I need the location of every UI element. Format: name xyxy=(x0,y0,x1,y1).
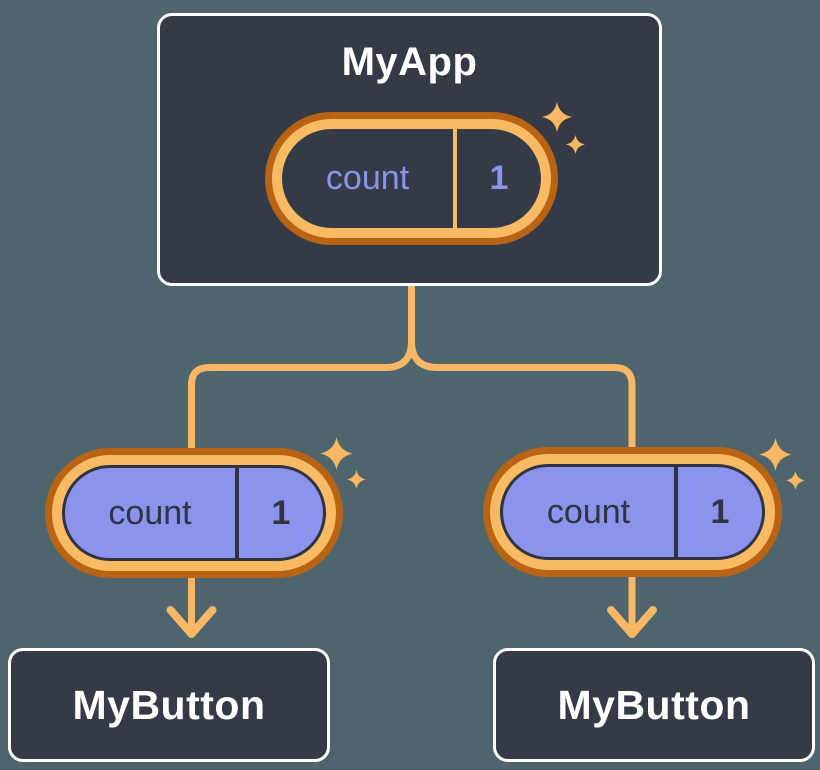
prop-pill-value: 1 xyxy=(271,493,291,532)
sparkle-icon xyxy=(320,437,366,489)
prop-pill-label: count xyxy=(108,493,192,532)
left-prop-pill: count 1 xyxy=(45,448,343,578)
connector-right-branch xyxy=(408,280,636,631)
right-child-component-box: MyButton xyxy=(493,648,815,762)
pill-divider xyxy=(674,467,678,557)
state-pill-value: 1 xyxy=(489,159,509,197)
arrow-down-icon xyxy=(607,606,657,638)
state-pill-label: count xyxy=(325,159,410,197)
child-component-title: MyButton xyxy=(72,681,266,728)
child-component-title: MyButton xyxy=(557,681,751,728)
sparkle-icon xyxy=(759,438,805,490)
pill-divider xyxy=(235,468,239,558)
arrow-down-icon xyxy=(166,606,217,638)
root-component-title: MyApp xyxy=(341,40,478,84)
sparkle-icon xyxy=(542,102,585,154)
prop-pill-value: 1 xyxy=(710,492,730,531)
pill-divider xyxy=(453,129,457,228)
right-prop-pill: count 1 xyxy=(483,447,782,577)
prop-pill-label: count xyxy=(546,492,631,531)
root-state-pill: count 1 xyxy=(265,112,558,245)
left-child-component-box: MyButton xyxy=(8,648,330,762)
